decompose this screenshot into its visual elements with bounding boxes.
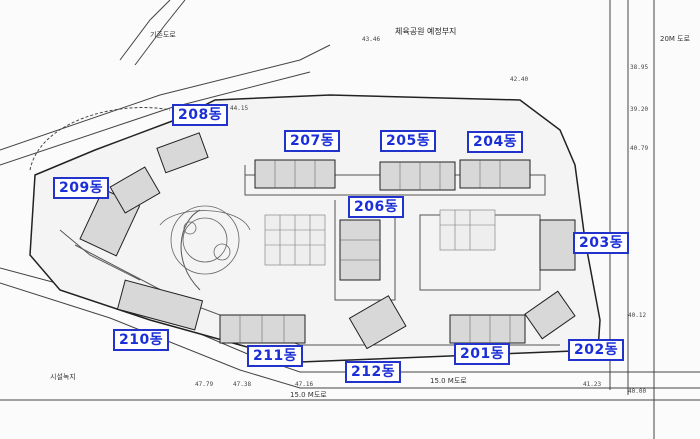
elevation-label: 40.12	[628, 312, 647, 319]
elevation-label: 43.46	[362, 36, 381, 43]
building-label-212[interactable]: 212동	[345, 361, 402, 383]
elevation-label: 47.16	[295, 381, 314, 388]
green-area-label: 시설녹지	[50, 373, 76, 381]
elevation-label: 40.79	[630, 145, 649, 152]
elevation-label: 39.20	[630, 106, 649, 113]
building-label-202[interactable]: 202동	[568, 339, 625, 361]
road-label-top: 기존도로	[150, 31, 176, 39]
elevation-label: 47.38	[233, 381, 252, 388]
elevation-label: 44.15	[230, 105, 249, 112]
unit-lines	[239, 160, 511, 343]
road-label-right: 20M 도로	[660, 35, 691, 43]
building-label-209[interactable]: 209동	[53, 177, 110, 199]
parking-area	[264, 209, 496, 266]
road-label-bottom: 15.0 M도로	[430, 377, 467, 385]
building-label-207[interactable]: 207동	[284, 130, 341, 152]
central-garden	[159, 205, 251, 275]
building-label-211[interactable]: 211동	[247, 345, 304, 367]
elevation-label: 41.23	[583, 381, 602, 388]
road-label-bottom-left: 15.0 M도로	[290, 391, 327, 399]
elevation-label: 42.40	[510, 76, 529, 83]
elevation-label: 40.00	[628, 388, 647, 395]
building-label-201[interactable]: 201동	[454, 343, 511, 365]
top-caption: 체육공원 예정부지	[395, 27, 457, 36]
building-label-210[interactable]: 210동	[113, 329, 170, 351]
building-label-206[interactable]: 206동	[348, 196, 405, 218]
building-label-204[interactable]: 204동	[467, 131, 524, 153]
building-label-205[interactable]: 205동	[380, 130, 437, 152]
elevation-label: 38.95	[630, 64, 649, 71]
elevation-label: 47.79	[195, 381, 214, 388]
building-label-208[interactable]: 208동	[172, 104, 229, 126]
building-label-203[interactable]: 203동	[573, 232, 630, 254]
